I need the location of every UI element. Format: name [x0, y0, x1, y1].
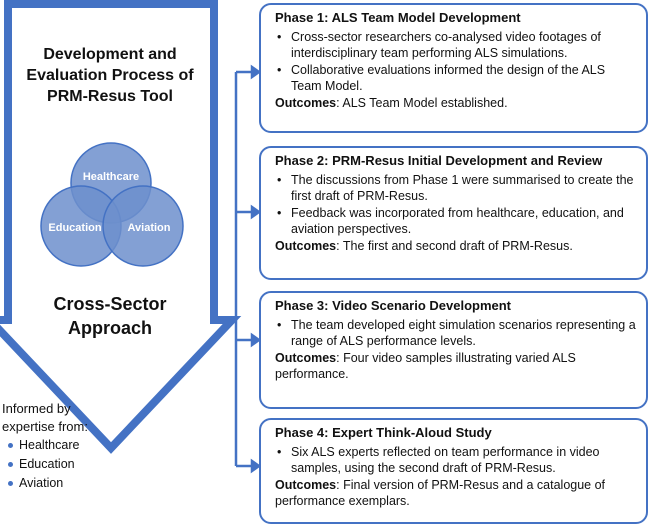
- bullet-dot-icon: [8, 481, 13, 486]
- process-title: Development and Evaluation Process of PR…: [26, 46, 194, 105]
- bullet-dot-icon: [8, 462, 13, 467]
- phase-1-bullet-2: Collaborative evaluations informed the d…: [275, 62, 636, 95]
- expertise-aviation: Aviation: [19, 476, 64, 490]
- phase-4-outcome: Outcomes: Final version of PRM-Resus and…: [275, 477, 636, 510]
- phase-3-bullet-1: The team developed eight simulation scen…: [275, 317, 636, 350]
- phase-3-outcome-text: : Four video samples illustrating varied…: [275, 350, 576, 382]
- informed-heading: Informed by expertise from:: [2, 401, 88, 434]
- phase-1-title: Phase 1: ALS Team Model Development: [275, 10, 521, 25]
- phase-2-title: Phase 2: PRM-Resus Initial Development a…: [275, 153, 603, 168]
- outcomes-label: Outcomes: [275, 95, 337, 110]
- phase-3-outcome: Outcomes: Four video samples illustratin…: [275, 350, 636, 383]
- outcomes-label: Outcomes: [275, 477, 337, 492]
- venn-circle-aviation: [102, 185, 184, 267]
- phase-2-bullet-1: The discussions from Phase 1 were summar…: [275, 172, 636, 205]
- phase-2-outcome: Outcomes: The first and second draft of …: [275, 238, 636, 255]
- list-item: Aviation: [2, 474, 112, 493]
- phase-4-box: Phase 4: Expert Think-Aloud Study Six AL…: [259, 418, 648, 524]
- list-item: Healthcare: [2, 436, 112, 455]
- venn-diagram: [40, 142, 184, 267]
- phase-2-bullet-2: Feedback was incorporated from healthcar…: [275, 205, 636, 238]
- bullet-dot-icon: [8, 443, 13, 448]
- outcomes-label: Outcomes: [275, 238, 337, 253]
- phase-3-box: Phase 3: Video Scenario Development The …: [259, 291, 648, 409]
- venn-label-education: Education: [48, 222, 102, 234]
- venn-label-healthcare: Healthcare: [82, 171, 140, 183]
- phase-2-outcome-text: : The first and second draft of PRM-Resu…: [336, 238, 573, 253]
- phase-4-title: Phase 4: Expert Think-Aloud Study: [275, 425, 492, 440]
- phase-1-box: Phase 1: ALS Team Model Development Cros…: [259, 3, 648, 133]
- approach-title: Cross-Sector Approach: [53, 294, 167, 338]
- phase-4-bullet-1: Six ALS experts reflected on team perfor…: [275, 444, 636, 477]
- expertise-list: Healthcare Education Aviation: [2, 436, 112, 493]
- phase-1-bullet-1: Cross-sector researchers co-analysed vid…: [275, 29, 636, 62]
- venn-label-aviation: Aviation: [127, 222, 171, 234]
- expertise-healthcare: Healthcare: [19, 438, 80, 452]
- informed-by-panel: Informed by expertise from: Healthcare E…: [2, 400, 112, 493]
- outcomes-label: Outcomes: [275, 350, 337, 365]
- phase-2-box: Phase 2: PRM-Resus Initial Development a…: [259, 146, 648, 280]
- expertise-education: Education: [19, 457, 75, 471]
- phase-1-outcome-text: : ALS Team Model established.: [336, 95, 508, 110]
- phase-4-outcome-text: : Final version of PRM-Resus and a catal…: [275, 477, 606, 509]
- phase-3-title: Phase 3: Video Scenario Development: [275, 298, 512, 313]
- list-item: Education: [2, 455, 112, 474]
- phase-1-outcome: Outcomes: ALS Team Model established.: [275, 95, 636, 112]
